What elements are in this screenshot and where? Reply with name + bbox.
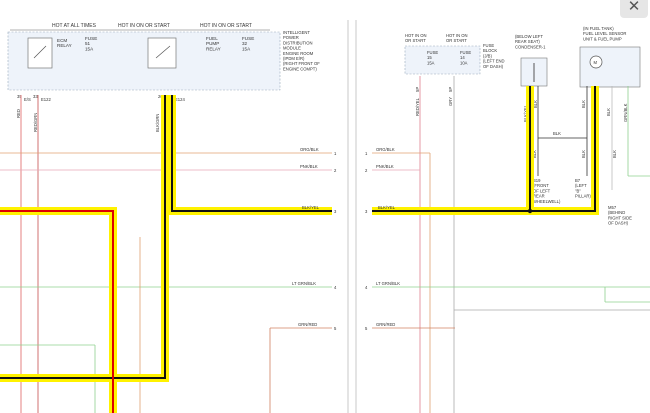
blk-label-4: BLK [612, 150, 617, 158]
highlighted-circuit-right [372, 86, 599, 215]
right-wire-gry: GRY [448, 97, 453, 106]
close-icon[interactable]: ✕ [620, 0, 648, 18]
ecm-relay-switch [33, 45, 47, 59]
splice-dot [527, 208, 533, 214]
fuel-pump-relay-switch [155, 45, 171, 59]
right-vert-label-2: BLK [533, 100, 538, 108]
wire5-color-right: GRN/RED [376, 322, 395, 327]
pin-20: 20 [158, 94, 163, 99]
connector-e122: E122 [41, 97, 51, 102]
label-hot-at-all-times: HOT AT ALL TIMES [52, 23, 97, 29]
fuel-pump-motor-icon [589, 55, 603, 69]
right-vert-label-5: GRN/BLK [623, 103, 628, 122]
right-vert-label-1: BLK/YEL [523, 104, 528, 122]
wire3-color-left: BLK/YEL [302, 205, 320, 210]
fuel-sensor-unit [579, 46, 641, 88]
connector-es-1: E/S [24, 97, 31, 102]
highlight-wire-branch [171, 95, 332, 212]
ecm-relay-symbol [27, 37, 53, 69]
highlight-glow-3 [0, 207, 117, 413]
wire5-num-left: 5 [334, 326, 337, 331]
label-hot-in-on-1: HOT IN ON OR START [118, 23, 170, 29]
right-pin-5p-1: 5P [415, 87, 420, 92]
highlighted-circuit [0, 95, 332, 413]
wire4-num-left: 4 [334, 285, 337, 290]
blk-label-2: BLK [532, 150, 537, 158]
wire1-num-left: 1 [334, 151, 337, 156]
wire2-num-right: 2 [365, 168, 368, 173]
pin-33: 33 [33, 94, 38, 99]
wire3-color-right: BLK/YEL [378, 205, 396, 210]
connector-e124: E124 [175, 97, 185, 102]
wire1-color-left: ORG/BLK [300, 147, 319, 152]
wire-label-red: RED [16, 109, 21, 118]
highlight-wire-main [0, 95, 166, 379]
wire5-color-left: GRN/RED [298, 322, 317, 327]
highlight-wire-red [0, 210, 114, 413]
fuse-block-box [404, 45, 481, 75]
wire2-color-left: PNK/BLK [300, 164, 318, 169]
wire1-num-right: 1 [365, 151, 368, 156]
blk-label-3: BLK [581, 150, 586, 158]
right-pin-5p-2: 5P [448, 87, 453, 92]
blk-label-1: BLK [553, 131, 561, 136]
right-vert-label-4: BLK [581, 100, 586, 108]
ipdm-module-box [7, 31, 281, 91]
wire-label-red-grn: RED/GRN [33, 113, 38, 132]
label-hot-in-on-2: HOT IN ON OR START [200, 23, 252, 29]
wire2-color-right: PNK/BLK [376, 164, 394, 169]
wire-label-blk-grn: BLK/GRN [155, 114, 160, 132]
blk-label-5: BLK [606, 108, 611, 116]
wire5-num-right: 5 [365, 326, 368, 331]
wire4-color-left: LT GRN/BLK [292, 281, 316, 286]
highlight-wire-right-2 [530, 86, 596, 212]
right-wire-red-yel: RED/YEL [415, 97, 420, 116]
wire3-num-left: 3 [334, 209, 337, 214]
wire4-num-right: 4 [365, 285, 368, 290]
wire3-num-right: 3 [365, 209, 368, 214]
wire2-num-left: 2 [334, 168, 337, 173]
wire1-color-right: ORG/BLK [376, 147, 395, 152]
ground-b7-label: B7(LEFT"B"PILLAR) [575, 178, 591, 199]
wire4-color-right: LT GRN/BLK [376, 281, 400, 286]
fuel-pump-motor-symbol: M [594, 60, 598, 65]
pin-35: 35 [17, 94, 22, 99]
